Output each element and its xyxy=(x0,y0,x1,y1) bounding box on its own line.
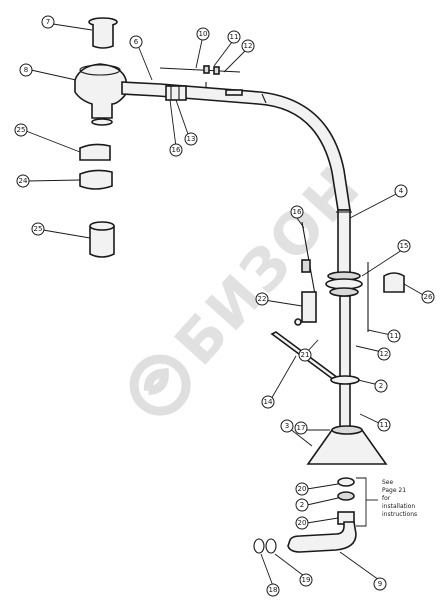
callout[interactable]: 21 xyxy=(298,348,312,362)
svg-text:20: 20 xyxy=(298,485,307,493)
watermark-logo-swirl xyxy=(143,368,169,396)
install-note-line: for xyxy=(382,495,391,502)
svg-text:11: 11 xyxy=(380,421,389,429)
part-down-tube xyxy=(336,209,352,437)
svg-text:6: 6 xyxy=(134,38,139,46)
callout[interactable]: 25 xyxy=(31,222,45,236)
svg-text:13: 13 xyxy=(187,135,196,143)
svg-text:17: 17 xyxy=(297,424,306,432)
callout[interactable]: 13 xyxy=(184,132,198,146)
callout[interactable]: 3 xyxy=(280,419,294,433)
callouts: 7 6 10 11 12 8 13 16 25 24 25 4 16 15 26… xyxy=(14,15,435,597)
install-note-line: Page 21 xyxy=(382,487,406,494)
callout[interactable]: 11 xyxy=(377,418,391,432)
callout[interactable]: 7 xyxy=(41,15,55,29)
callout[interactable]: 19 xyxy=(299,573,313,587)
installation-note: See Page 21 for installation instruction… xyxy=(382,479,417,518)
svg-text:18: 18 xyxy=(269,586,278,594)
callout[interactable]: 14 xyxy=(261,395,275,409)
callout[interactable]: 22 xyxy=(255,292,269,306)
callout[interactable]: 24 xyxy=(16,174,30,188)
callout[interactable]: 12 xyxy=(241,39,255,53)
svg-text:22: 22 xyxy=(258,295,267,303)
svg-text:26: 26 xyxy=(424,293,433,301)
svg-text:3: 3 xyxy=(285,422,289,430)
callout[interactable]: 18 xyxy=(266,583,280,597)
part-sleeve-lower xyxy=(79,169,113,190)
callout[interactable]: 2 xyxy=(295,498,309,512)
svg-text:4: 4 xyxy=(399,187,404,195)
svg-text:8: 8 xyxy=(24,66,28,74)
part-mid-clamp xyxy=(330,375,360,385)
callout[interactable]: 6 xyxy=(129,35,143,49)
part-bracket xyxy=(383,272,405,293)
part-rod xyxy=(159,65,241,88)
svg-text:16: 16 xyxy=(172,146,181,154)
svg-text:24: 24 xyxy=(19,177,28,185)
callout[interactable]: 10 xyxy=(196,27,210,41)
install-note-line: instructions xyxy=(382,511,417,518)
callout[interactable]: 16 xyxy=(290,205,304,219)
svg-text:9: 9 xyxy=(378,580,382,588)
callout[interactable]: 20 xyxy=(295,516,309,530)
callout[interactable]: 2 xyxy=(374,379,388,393)
svg-text:15: 15 xyxy=(400,242,409,250)
callout[interactable]: 25 xyxy=(14,123,28,137)
svg-text:11: 11 xyxy=(390,332,399,340)
svg-text:7: 7 xyxy=(46,18,50,26)
callout[interactable]: 11 xyxy=(387,329,401,343)
callout[interactable]: 15 xyxy=(397,239,411,253)
callout[interactable]: 11 xyxy=(227,30,241,44)
svg-text:2: 2 xyxy=(379,382,383,390)
svg-text:11: 11 xyxy=(230,33,239,41)
part-cylinder xyxy=(89,221,115,258)
install-note-line: installation xyxy=(382,503,415,510)
watermark-logo-mark xyxy=(129,354,191,416)
svg-text:2: 2 xyxy=(300,501,304,509)
callout[interactable]: 8 xyxy=(19,63,33,77)
part-ring-2 xyxy=(265,538,277,554)
svg-text:25: 25 xyxy=(17,126,26,134)
svg-text:19: 19 xyxy=(302,576,311,584)
part-ring-1 xyxy=(253,538,265,554)
svg-text:14: 14 xyxy=(264,398,273,406)
callout[interactable]: 17 xyxy=(294,421,308,435)
callout[interactable]: 16 xyxy=(169,143,183,157)
part-clamp-ring xyxy=(325,262,369,332)
part-strut xyxy=(294,221,317,326)
svg-text:20: 20 xyxy=(298,519,307,527)
svg-text:21: 21 xyxy=(301,351,310,359)
part-hopper xyxy=(74,63,127,126)
svg-text:25: 25 xyxy=(34,225,43,233)
svg-text:10: 10 xyxy=(199,30,208,38)
install-note-line: See xyxy=(382,479,394,486)
svg-text:16: 16 xyxy=(293,208,302,216)
callout[interactable]: 20 xyxy=(295,482,309,496)
callout[interactable]: 4 xyxy=(394,184,408,198)
part-sleeve-upper xyxy=(79,143,111,161)
part-funnel xyxy=(306,425,388,465)
callout[interactable]: 26 xyxy=(421,290,435,304)
part-elbow-hose xyxy=(287,521,357,553)
leader-lines xyxy=(25,23,426,587)
part-lower-fittings xyxy=(337,477,355,525)
part-coupler-top xyxy=(88,17,118,49)
callout[interactable]: 9 xyxy=(373,577,387,591)
parts-drawing xyxy=(74,17,405,554)
svg-text:12: 12 xyxy=(244,42,253,50)
svg-text:12: 12 xyxy=(380,350,389,358)
callout[interactable]: 12 xyxy=(377,347,391,361)
